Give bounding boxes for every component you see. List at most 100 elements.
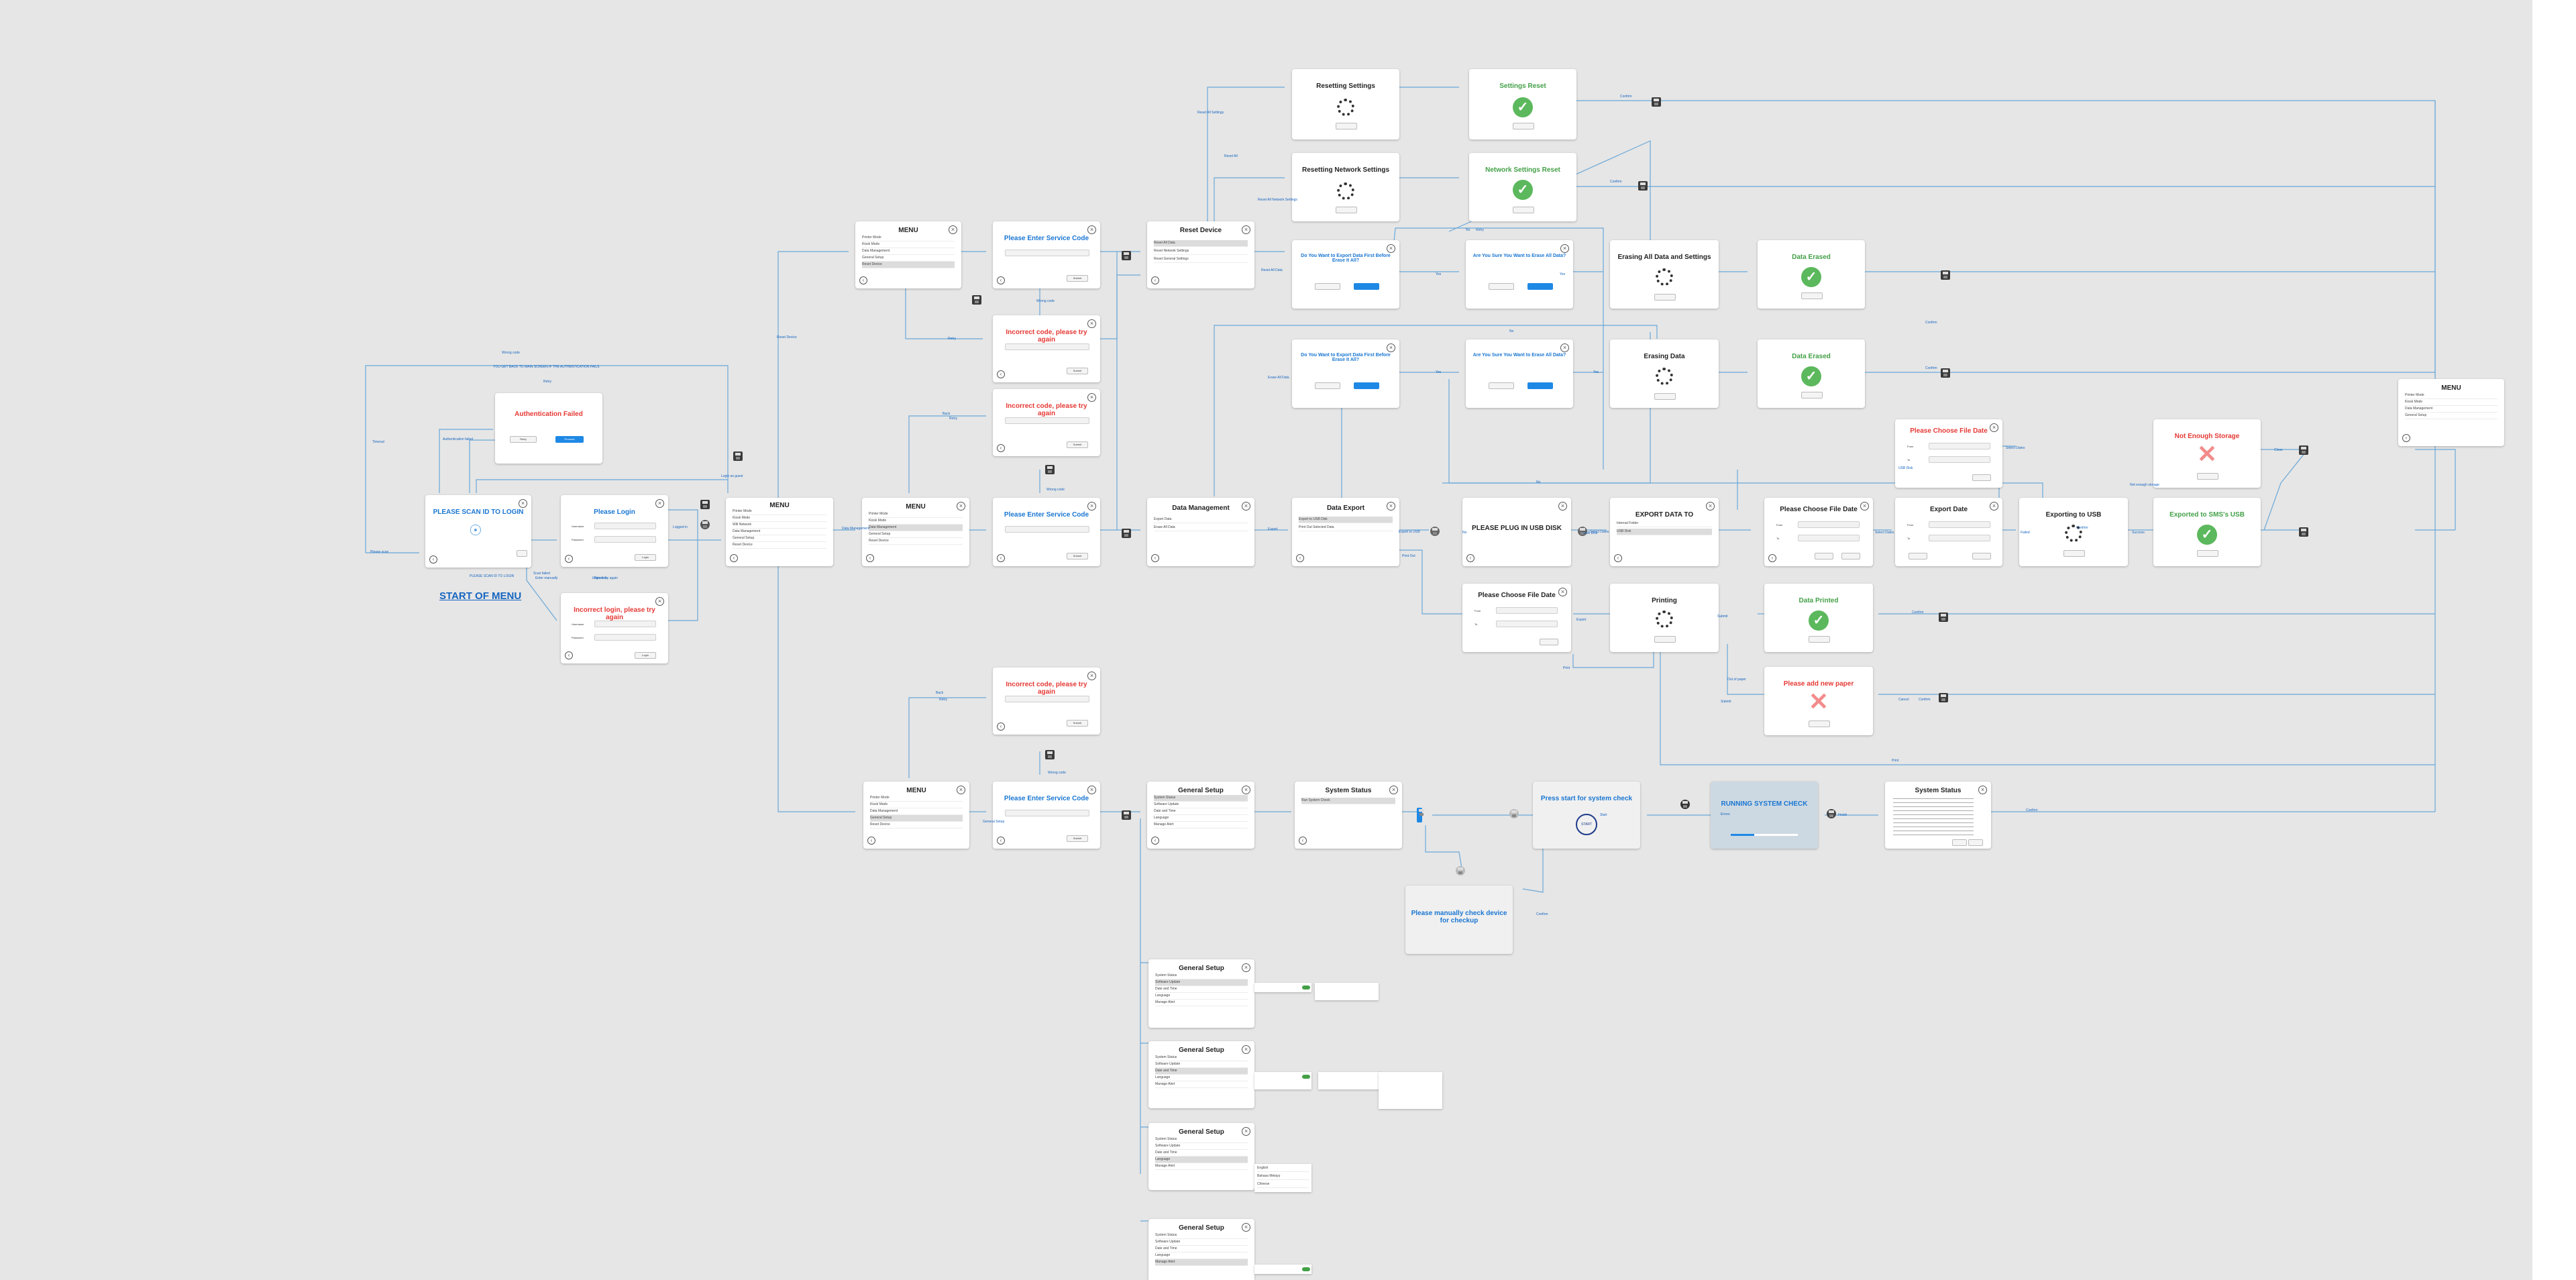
menu-item[interactable]: Printer Mode <box>869 511 963 518</box>
menu-item[interactable]: Kiosk Mode <box>733 515 826 522</box>
close-icon[interactable]: × <box>1087 393 1096 402</box>
yes-button[interactable] <box>1527 283 1553 290</box>
submit-button[interactable]: Submit <box>1067 835 1088 842</box>
back-icon[interactable]: ‹ <box>997 444 1005 452</box>
to-date-field[interactable] <box>1496 621 1558 627</box>
close-button[interactable] <box>2197 473 2218 480</box>
setup-item[interactable]: Software Update <box>1155 1143 1248 1150</box>
submit-button[interactable] <box>1540 639 1558 645</box>
submit-button[interactable]: Submit <box>1067 720 1088 727</box>
service-code-field[interactable] <box>1005 526 1089 533</box>
setup-item[interactable]: Software Update <box>1155 1239 1248 1246</box>
back-icon[interactable]: ‹ <box>997 837 1005 845</box>
back-icon[interactable]: ‹ <box>997 723 1005 731</box>
close-icon[interactable]: × <box>655 597 664 606</box>
back-icon[interactable]: ‹ <box>1151 276 1159 284</box>
menu-item[interactable]: General Setup <box>2405 413 2498 419</box>
submit-button[interactable]: Submit <box>1067 368 1088 374</box>
setup-item[interactable]: Software Update <box>1154 802 1248 808</box>
reset-item[interactable]: Reset All Data <box>1154 240 1248 247</box>
cancel-button[interactable] <box>1654 393 1676 400</box>
close-icon[interactable]: × <box>1990 502 1998 511</box>
menu-item[interactable]: Kiosk Mode <box>2405 399 2498 406</box>
back-icon[interactable]: ‹ <box>1151 837 1159 845</box>
menu-item[interactable]: Data Management <box>733 529 826 535</box>
cancel-button[interactable] <box>1809 721 1830 727</box>
close-icon[interactable]: × <box>1389 786 1398 794</box>
setup-item[interactable]: Software Update <box>1155 979 1248 986</box>
setup-item[interactable]: Language <box>1155 1075 1248 1081</box>
service-code-field[interactable] <box>1005 343 1089 350</box>
close-icon[interactable]: × <box>519 499 527 508</box>
close-icon[interactable]: × <box>1387 502 1395 511</box>
menu-item[interactable]: Data Management <box>862 248 955 255</box>
close-icon[interactable]: × <box>1387 244 1395 253</box>
to-date-field[interactable] <box>1798 535 1860 541</box>
menu-item[interactable]: General Setup <box>870 815 963 822</box>
close-icon[interactable]: × <box>1242 963 1250 972</box>
cancel-button[interactable] <box>2063 550 2085 557</box>
menu-item[interactable]: Printer Mode <box>862 235 955 242</box>
back-icon[interactable]: ‹ <box>997 276 1005 284</box>
menu-item[interactable]: Printer Mode <box>2405 392 2498 399</box>
close-icon[interactable]: × <box>1706 502 1715 511</box>
back-icon[interactable]: ‹ <box>866 554 874 562</box>
toggle-switch[interactable] <box>1302 985 1310 990</box>
data-item[interactable]: Erase All Data <box>1154 525 1248 531</box>
setup-item[interactable]: Manage Alert <box>1155 1000 1248 1006</box>
login-button[interactable]: Login <box>635 652 656 659</box>
close-button[interactable] <box>1952 839 1967 846</box>
back-icon[interactable]: ‹ <box>1296 554 1304 562</box>
menu-item[interactable]: Printer Mode <box>870 795 963 802</box>
close-icon[interactable]: × <box>655 499 664 508</box>
username-field[interactable] <box>594 523 656 529</box>
reset-item[interactable]: Reset Network Settings <box>1154 248 1248 255</box>
close-icon[interactable]: × <box>1560 343 1569 352</box>
back-icon[interactable]: ‹ <box>1768 554 1776 562</box>
export-item[interactable]: Export to USB Disk <box>1299 517 1393 523</box>
confirm-button[interactable] <box>1513 123 1534 129</box>
submit-button[interactable] <box>1972 474 1991 481</box>
from-date-field[interactable] <box>1929 443 1990 449</box>
setup-item[interactable]: Language <box>1155 1157 1248 1163</box>
cancel-button[interactable] <box>1336 123 1357 129</box>
close-icon[interactable]: × <box>1087 319 1096 328</box>
export-dest-item[interactable]: Internal Folder <box>1617 521 1712 527</box>
menu-item[interactable]: Reset Device <box>869 538 963 545</box>
setup-item[interactable]: Language <box>1155 1252 1248 1259</box>
close-icon[interactable]: × <box>1242 502 1250 511</box>
cancel-button[interactable] <box>1815 553 1833 559</box>
confirm-button[interactable] <box>1513 207 1534 213</box>
toggle-switch[interactable] <box>1302 1267 1310 1271</box>
retry-button[interactable]: Retry <box>510 436 537 443</box>
from-date-field[interactable] <box>1496 607 1558 614</box>
from-date-field[interactable] <box>1929 521 1990 528</box>
back-icon[interactable]: ‹ <box>867 837 875 845</box>
setup-item[interactable]: Manage Alert <box>1155 1081 1248 1088</box>
close-icon[interactable]: × <box>1087 786 1096 794</box>
cancel-button[interactable] <box>1909 553 1927 559</box>
menu-item[interactable]: Kiosk Mode <box>869 518 963 525</box>
back-icon[interactable]: ‹ <box>565 555 573 563</box>
close-icon[interactable]: × <box>1242 786 1250 794</box>
back-icon[interactable]: ‹ <box>997 554 1005 562</box>
service-code-field[interactable] <box>1005 417 1089 424</box>
print-button[interactable] <box>1968 839 1983 846</box>
back-icon[interactable]: ‹ <box>2402 434 2410 442</box>
proceed-button[interactable]: Proceed <box>555 436 584 443</box>
no-button[interactable] <box>1315 382 1340 389</box>
menu-item[interactable]: General Setup <box>869 531 963 538</box>
service-code-field[interactable] <box>1005 250 1089 256</box>
setup-item[interactable]: Date and Time <box>1155 1068 1248 1075</box>
service-code-field[interactable] <box>1005 696 1089 702</box>
back-icon[interactable]: ‹ <box>1466 554 1474 562</box>
submit-button[interactable] <box>1972 553 1991 559</box>
export-item[interactable]: Print Out Selected Data <box>1299 525 1393 531</box>
setup-item[interactable]: System Status <box>1155 973 1248 979</box>
cancel-button[interactable] <box>1654 636 1676 643</box>
data-item[interactable]: Export Data <box>1154 517 1248 523</box>
to-date-field[interactable] <box>1929 456 1990 463</box>
setup-item[interactable]: Date and Time <box>1154 808 1248 815</box>
menu-item[interactable]: Kiosk Mode <box>862 242 955 248</box>
setup-item[interactable]: System Status <box>1154 795 1248 802</box>
